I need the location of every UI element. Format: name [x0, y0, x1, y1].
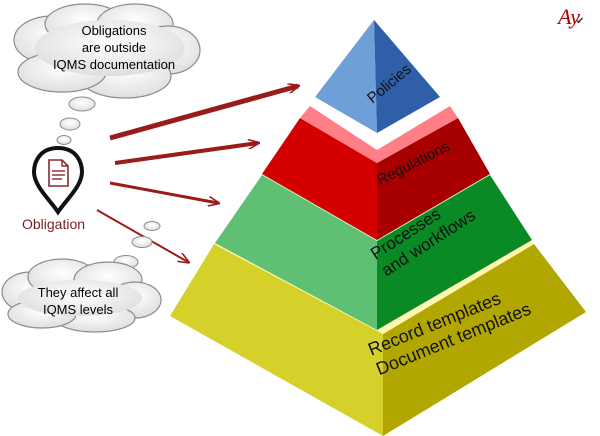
- cloud-top-line-2: are outside: [81, 40, 147, 55]
- thought-bubble: [143, 221, 161, 231]
- document-pin-icon: [31, 145, 85, 216]
- logo: Ay✔: [558, 4, 584, 30]
- arrow-to-processes: [109, 181, 218, 203]
- check-icon: ✔: [576, 16, 585, 27]
- level-templates-side: [383, 244, 586, 436]
- thought-bubble: [59, 117, 81, 131]
- cloud-top-text: Obligations are outside IQMS documentati…: [48, 22, 180, 73]
- thought-bubble: [56, 135, 72, 145]
- level-regulations-front: [262, 118, 377, 240]
- level-regulations-rim: [300, 106, 458, 163]
- cloud-bottom-text: They affect all IQMS levels: [18, 284, 138, 318]
- arrow-to-templates: [96, 209, 188, 262]
- thought-bubble: [68, 96, 96, 112]
- obligation-label: Obligation: [22, 216, 86, 232]
- cloud-top: [13, 3, 201, 99]
- cloud-bottom-line-1: They affect all: [37, 285, 119, 300]
- cloud-top-line-3: IQMS documentation: [52, 57, 176, 72]
- cloud-bottom: [1, 258, 162, 333]
- level-policies-front: [315, 20, 377, 133]
- logo-text: Ay: [558, 4, 580, 29]
- cloud-bottom-line-2: IQMS levels: [42, 302, 114, 317]
- arrow-to-regulations: [114, 143, 258, 165]
- level-templates-front: [170, 244, 383, 436]
- level-processes-side: [377, 175, 532, 330]
- cloud-top-line-1: Obligations: [81, 23, 147, 38]
- level-policies-side: [374, 20, 440, 133]
- level-processes-front: [215, 175, 377, 330]
- level-regulations-side: [377, 118, 490, 240]
- arrow-to-policies: [109, 86, 298, 141]
- thought-bubble: [131, 236, 153, 248]
